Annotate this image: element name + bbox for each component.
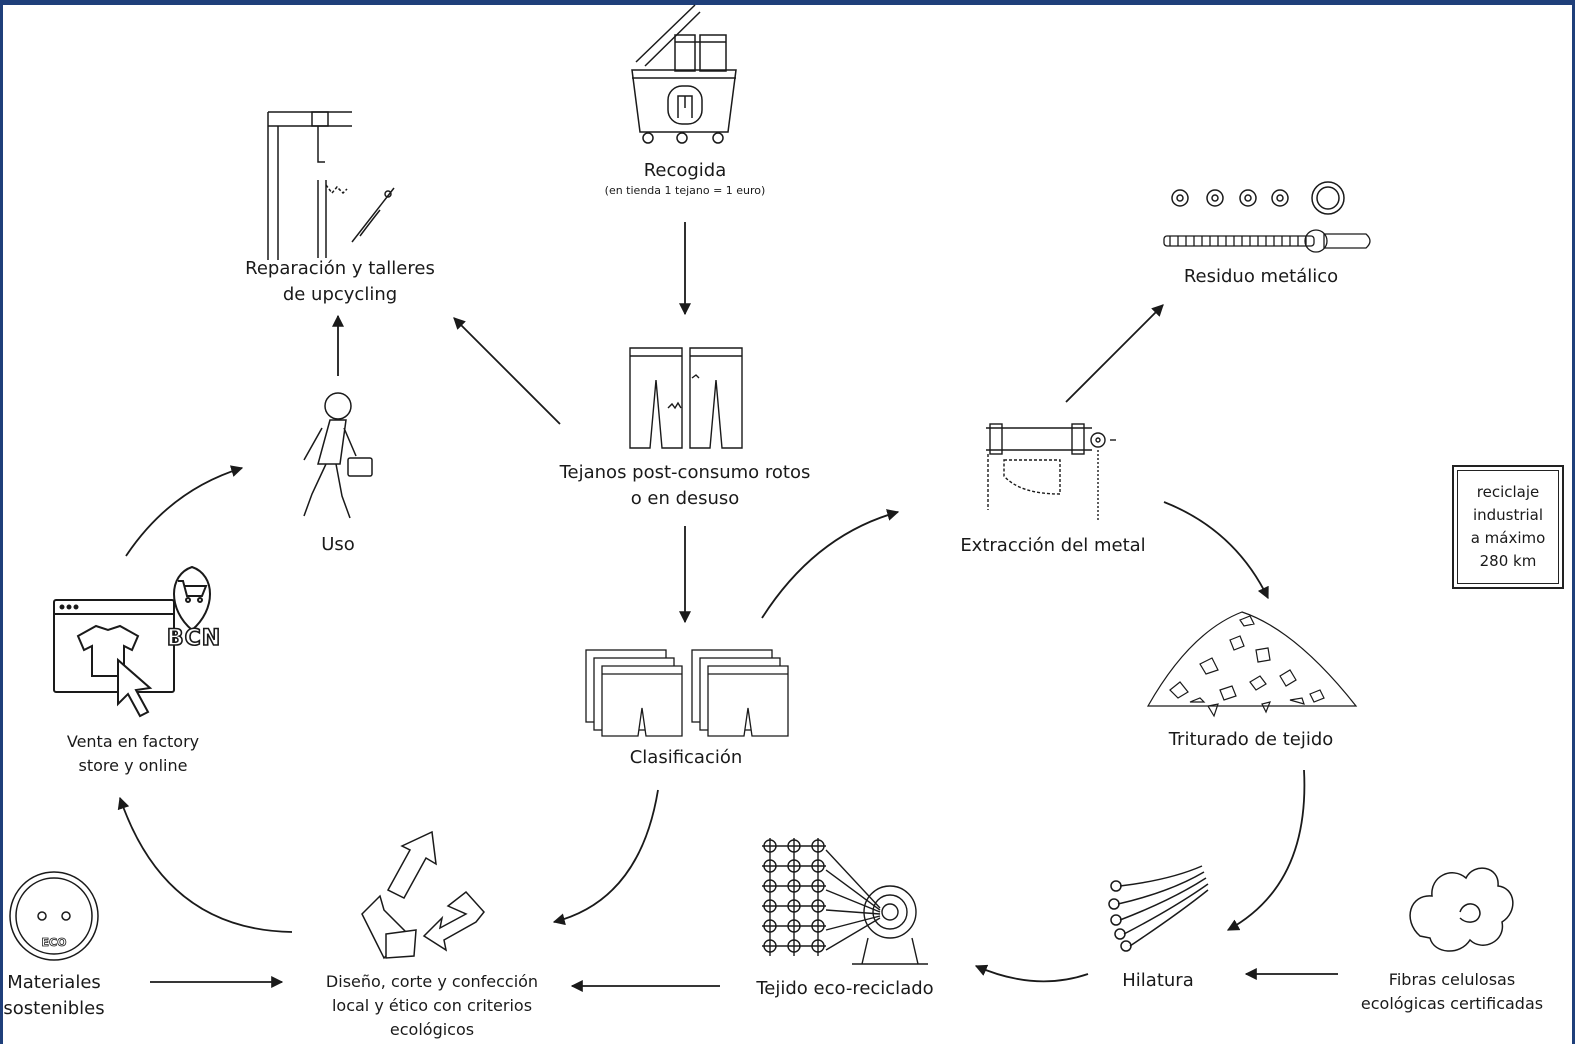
fibras-label-line2: ecológicas certificadas <box>1360 994 1544 1013</box>
eco-button-text: ECO <box>41 936 67 950</box>
arrow-triturado-to-hilatura <box>1226 769 1306 931</box>
venta-label-line2: store y online <box>78 756 188 775</box>
recogida-subtitle: (en tienda 1 tejano = 1 euro) <box>604 184 766 197</box>
reparacion-label-line2: de upcycling <box>282 284 398 305</box>
yarn-strands-icon <box>1108 865 1209 952</box>
note-line4: 280 km <box>1479 552 1537 570</box>
triturado-label: Triturado de tejido <box>1168 729 1334 750</box>
walking-person-icon <box>303 392 373 519</box>
left-frame-bar <box>0 0 3 1044</box>
diseno-label-line1: Diseño, corte y confección <box>325 972 539 991</box>
shredded-fabric-pile-icon <box>1146 611 1358 718</box>
button-icon <box>9 871 99 961</box>
jeans-icon <box>629 347 743 449</box>
recycle-icon <box>361 830 485 960</box>
reparacion-label: Reparación y talleres de upcycling <box>230 256 450 308</box>
arrow-hilatura-to-tejido <box>974 964 1089 983</box>
bcn-badge: BCN <box>166 625 222 652</box>
online-store-icon <box>53 599 175 718</box>
loom-icon <box>762 838 928 965</box>
uso-label: Uso <box>321 534 355 555</box>
metal-extraction-icon <box>986 423 1116 520</box>
venta-label: Venta en factory store y online <box>40 730 226 778</box>
arrow-extraccion-to-residuo <box>1065 304 1164 403</box>
materiales-label-line2: sostenibles <box>3 998 105 1019</box>
residuo-label: Residuo metálico <box>1183 266 1339 287</box>
arrow-clasificacion-to-extraccion <box>761 509 900 619</box>
right-frame-bar <box>1572 0 1575 1044</box>
fibras-label-line1: Fibras celulosas <box>1388 970 1516 989</box>
metal-rivets-icon <box>1171 181 1345 215</box>
tejanos-label-line2: o en desuso <box>630 488 740 509</box>
shorts-stack-icon <box>585 649 789 737</box>
diseno-label-line2: local y ético con criterios <box>331 996 533 1015</box>
zipper-icon <box>1163 229 1371 253</box>
cotton-icon <box>1409 867 1514 952</box>
recogida-title: Recogida <box>643 160 727 181</box>
diseno-label-line3: ecológicos <box>389 1020 475 1039</box>
hilatura-label: Hilatura <box>1122 970 1194 991</box>
arrow-clasificacion-to-diseno <box>552 789 659 926</box>
extraccion-label: Extracción del metal <box>960 535 1146 556</box>
tejanos-label-line1: Tejanos post-consumo rotos <box>559 462 811 483</box>
arrow-extraccion-to-triturado <box>1163 501 1269 600</box>
note-line2: industrial <box>1472 506 1544 524</box>
arrow-diseno-to-venta <box>117 796 293 933</box>
arrow-venta-to-uso <box>125 465 244 557</box>
needle-repair-icon <box>267 111 395 260</box>
venta-label-line1: Venta en factory <box>66 732 200 751</box>
reparacion-label-line1: Reparación y talleres <box>245 258 435 279</box>
note-line3: a máximo <box>1470 529 1546 547</box>
fibras-label: Fibras celulosas ecológicas certificadas <box>1354 968 1550 1016</box>
location-pin-icon <box>173 565 211 632</box>
materiales-label-line1: Materiales <box>7 972 101 993</box>
note-line1: reciclaje <box>1476 483 1540 501</box>
diseno-label: Diseño, corte y confección local y ético… <box>300 970 564 1042</box>
clasificacion-label: Clasificación <box>629 747 743 768</box>
tejido-label: Tejido eco-reciclado <box>756 978 934 999</box>
industrial-recycling-note: reciclaje industrial a máximo 280 km <box>1452 465 1564 589</box>
recycling-bin-icon <box>631 4 737 144</box>
materiales-label: Materiales sostenibles <box>0 970 108 1022</box>
arrow-tejanos-to-reparacion <box>453 317 561 425</box>
tejanos-label: Tejanos post-consumo rotos o en desuso <box>540 460 830 512</box>
recogida-label: Recogida (en tienda 1 tejano = 1 euro) <box>585 158 785 198</box>
top-frame-bar <box>0 0 1575 5</box>
